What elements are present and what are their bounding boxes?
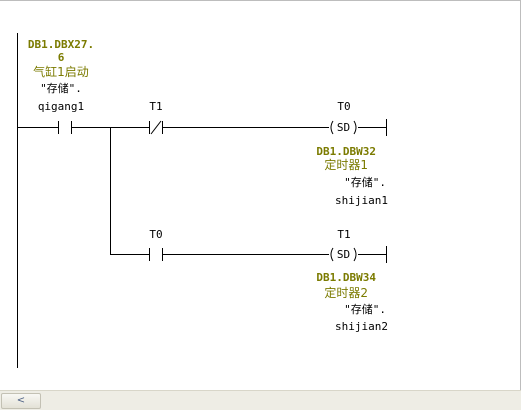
coil-t1-symbol: shijian2 <box>335 320 388 333</box>
contact-qigang1-address-line1: DB1.DBX27. <box>27 38 95 51</box>
ladder-editor-canvas[interactable]: DB1.DBX27. 6 气缸1启动 "存储". qigang1 T1 T0 S… <box>0 0 521 390</box>
horizontal-scrollbar[interactable]: < <box>0 390 521 410</box>
scroll-left-button[interactable]: < <box>1 393 41 409</box>
contact-t0-symbol[interactable] <box>149 248 163 261</box>
coil-t1-db-name: "存储". <box>344 303 386 316</box>
contact-t0-label: T0 <box>149 228 163 241</box>
coil-t0-symbol: shijian1 <box>335 194 388 207</box>
contact-qigang1-comment: 气缸1启动 <box>33 65 89 79</box>
ladder-network <box>17 33 387 368</box>
canvas-top-border <box>0 0 521 1</box>
contact-t1-nc-symbol[interactable] <box>149 120 163 135</box>
scroll-left-arrow-icon: < <box>16 395 26 406</box>
coil-t1-operand: T1 <box>337 228 351 241</box>
coil-t0-address: DB1.DBW32 <box>316 145 376 158</box>
coil-t0-operand: T0 <box>337 100 351 113</box>
contact-qigang1-symbol: qigang1 <box>37 100 85 113</box>
coil-t1-type: SD <box>336 248 351 261</box>
coil-t0-comment: 定时器1 <box>324 158 368 172</box>
contact-qigang1-address-line2: 6 <box>57 51 65 64</box>
coil-t0-symbol[interactable] <box>330 120 357 135</box>
contact-qigang1-db-name: "存储". <box>40 82 82 95</box>
contact-t1-label: T1 <box>149 100 163 113</box>
coil-t1-comment: 定时器2 <box>324 286 368 300</box>
contact-qigang1-symbol[interactable] <box>58 121 72 134</box>
coil-t1-symbol[interactable] <box>330 247 357 262</box>
coil-t1-address: DB1.DBW34 <box>316 271 376 284</box>
coil-t0-db-name: "存储". <box>344 176 386 189</box>
coil-t0-type: SD <box>336 121 351 134</box>
